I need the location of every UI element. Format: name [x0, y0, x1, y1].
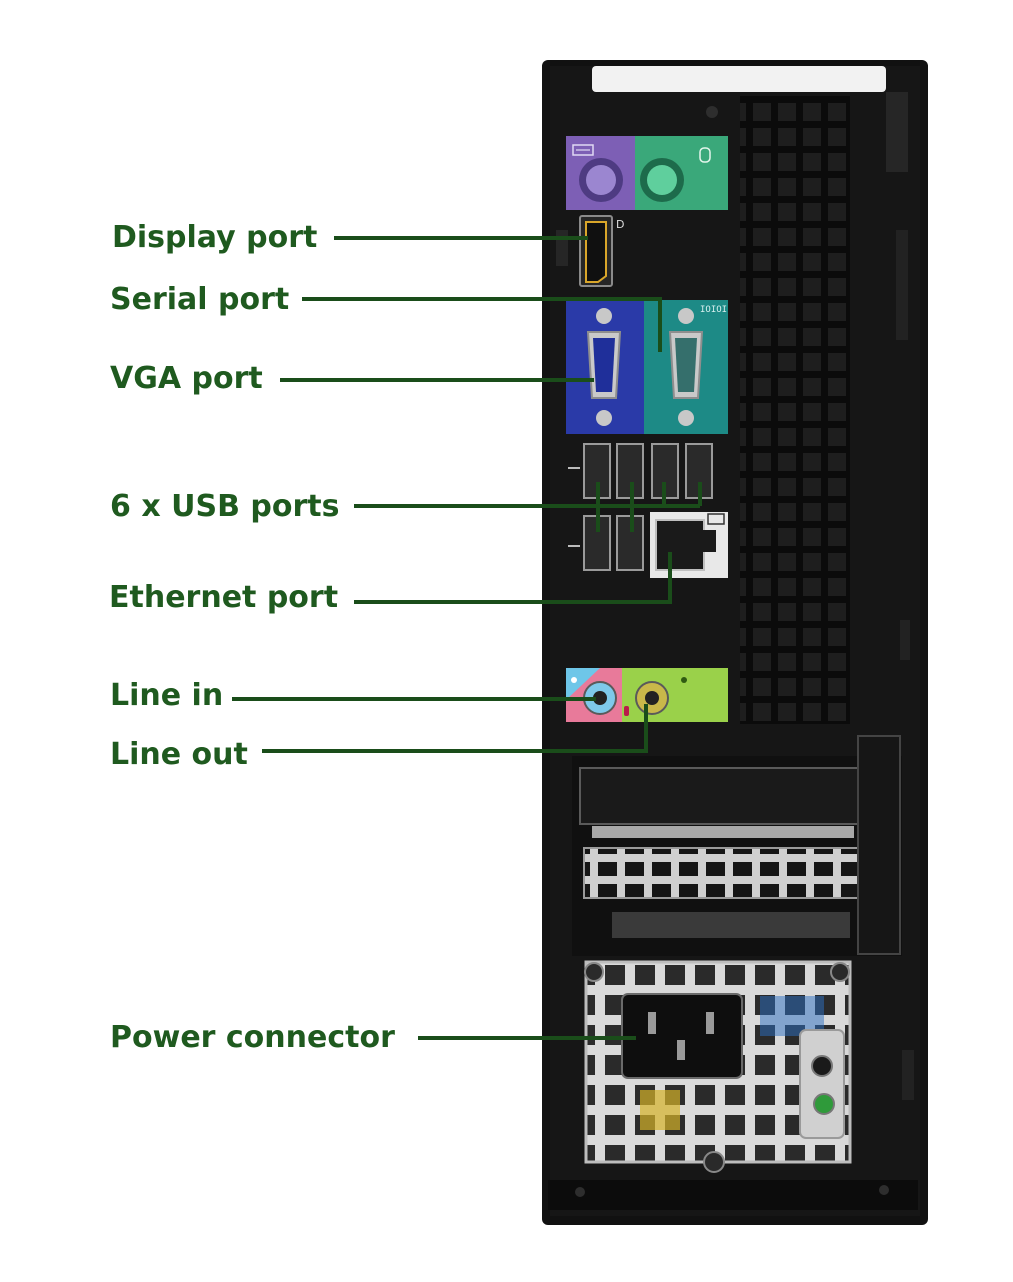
- line-in-icon: [571, 677, 577, 683]
- ps2-ports: [566, 136, 728, 210]
- vent-grille: [740, 96, 850, 724]
- microphone-icon: [624, 706, 629, 716]
- leader-lines: [232, 236, 702, 1040]
- leader-ethernet-port: [354, 552, 672, 604]
- vga-connector: [566, 300, 644, 434]
- label-power-connector: Power connector: [110, 1020, 395, 1055]
- svg-text:D: D: [616, 218, 624, 231]
- label-line-out: Line out: [110, 737, 248, 772]
- top-handle-slot: [592, 66, 886, 92]
- label-ethernet-port: Ethernet port: [109, 580, 339, 615]
- label-line-in: Line in: [110, 678, 224, 713]
- label-display-port: Display port: [112, 220, 318, 255]
- svg-text:IOIOI: IOIOI: [700, 305, 727, 315]
- label-serial-port: Serial port: [110, 282, 290, 317]
- expansion-slots: [572, 735, 902, 956]
- leader-usb-drops: [596, 482, 702, 532]
- mouse-icon: [699, 147, 711, 163]
- label-usb-ports: 6 x USB ports: [110, 489, 340, 524]
- line-out-icon: [681, 677, 687, 683]
- keyboard-icon: [572, 144, 594, 156]
- iec-power-inlet: [621, 993, 743, 1079]
- leader-line-out: [262, 704, 648, 753]
- displayport-connector: D: [579, 215, 624, 287]
- serial-connector: IOIOI: [644, 300, 728, 434]
- ethernet-connector: [650, 512, 728, 578]
- usb-icon: [568, 467, 580, 547]
- usb-ports: [568, 443, 713, 571]
- power-supply: [584, 960, 852, 1173]
- label-vga-port: VGA port: [110, 361, 263, 396]
- network-icon: [707, 513, 725, 525]
- leader-serial-port: [302, 297, 662, 352]
